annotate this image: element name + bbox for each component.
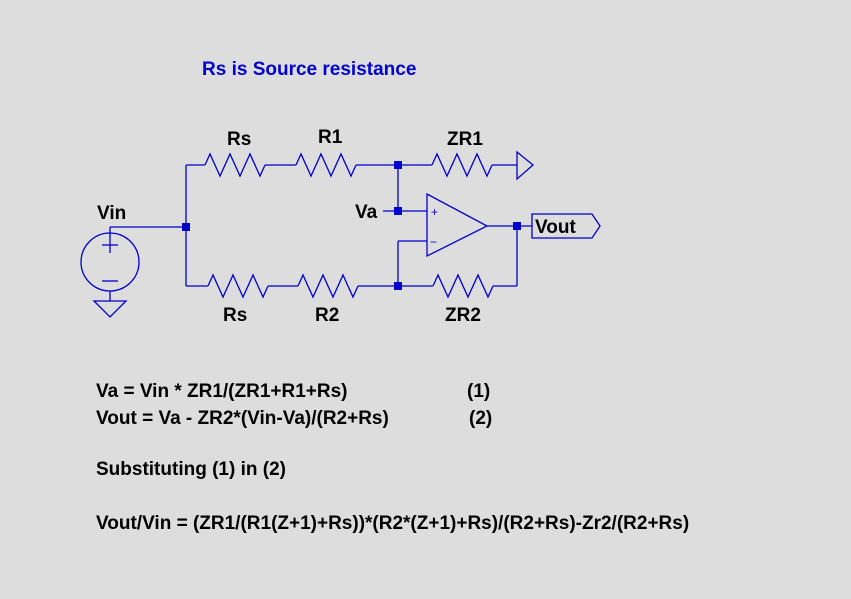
- resistor-r1: [295, 152, 357, 178]
- equation-1-number: (1): [467, 381, 491, 402]
- label-vout: Vout: [535, 217, 576, 238]
- label-zr2: ZR2: [445, 305, 481, 326]
- resistor-zr1: [431, 152, 493, 178]
- junction-nodes: [182, 161, 521, 290]
- zr1-output-flag: [516, 150, 535, 181]
- resistor-zr2: [432, 273, 494, 299]
- label-va: Va: [355, 202, 378, 223]
- resistor-rs-top: [204, 152, 266, 178]
- source-resistance-note: Rs is Source resistance: [202, 59, 416, 80]
- substitution-line: Substituting (1) in (2): [96, 459, 286, 480]
- opamp-section: + −: [383, 165, 601, 286]
- vin-source: [80, 226, 186, 318]
- equation-2-number: (2): [469, 408, 493, 429]
- resistor-rs-bottom: [207, 273, 269, 299]
- label-rs-top: Rs: [227, 129, 251, 150]
- equation-1: Va = Vin * ZR1/(ZR1+R1+Rs): [96, 381, 348, 402]
- label-rs-bottom: Rs: [223, 305, 247, 326]
- bottom-branch: [185, 226, 518, 299]
- equation-2: Vout = Va - ZR2*(Vin-Va)/(R2+Rs): [96, 408, 389, 429]
- result-equation: Vout/Vin = (ZR1/(R1(Z+1)+Rs))*(R2*(Z+1)+…: [96, 513, 690, 534]
- resistor-r2: [297, 273, 359, 299]
- opamp: [426, 192, 489, 258]
- opamp-minus-sign: −: [430, 235, 437, 249]
- label-r2: R2: [315, 305, 339, 326]
- ground-icon: [92, 300, 128, 318]
- label-vin: Vin: [97, 203, 126, 224]
- label-zr1: ZR1: [447, 129, 483, 150]
- label-r1: R1: [318, 127, 343, 148]
- opamp-plus-sign: +: [431, 205, 438, 219]
- vout-flag: [531, 213, 601, 239]
